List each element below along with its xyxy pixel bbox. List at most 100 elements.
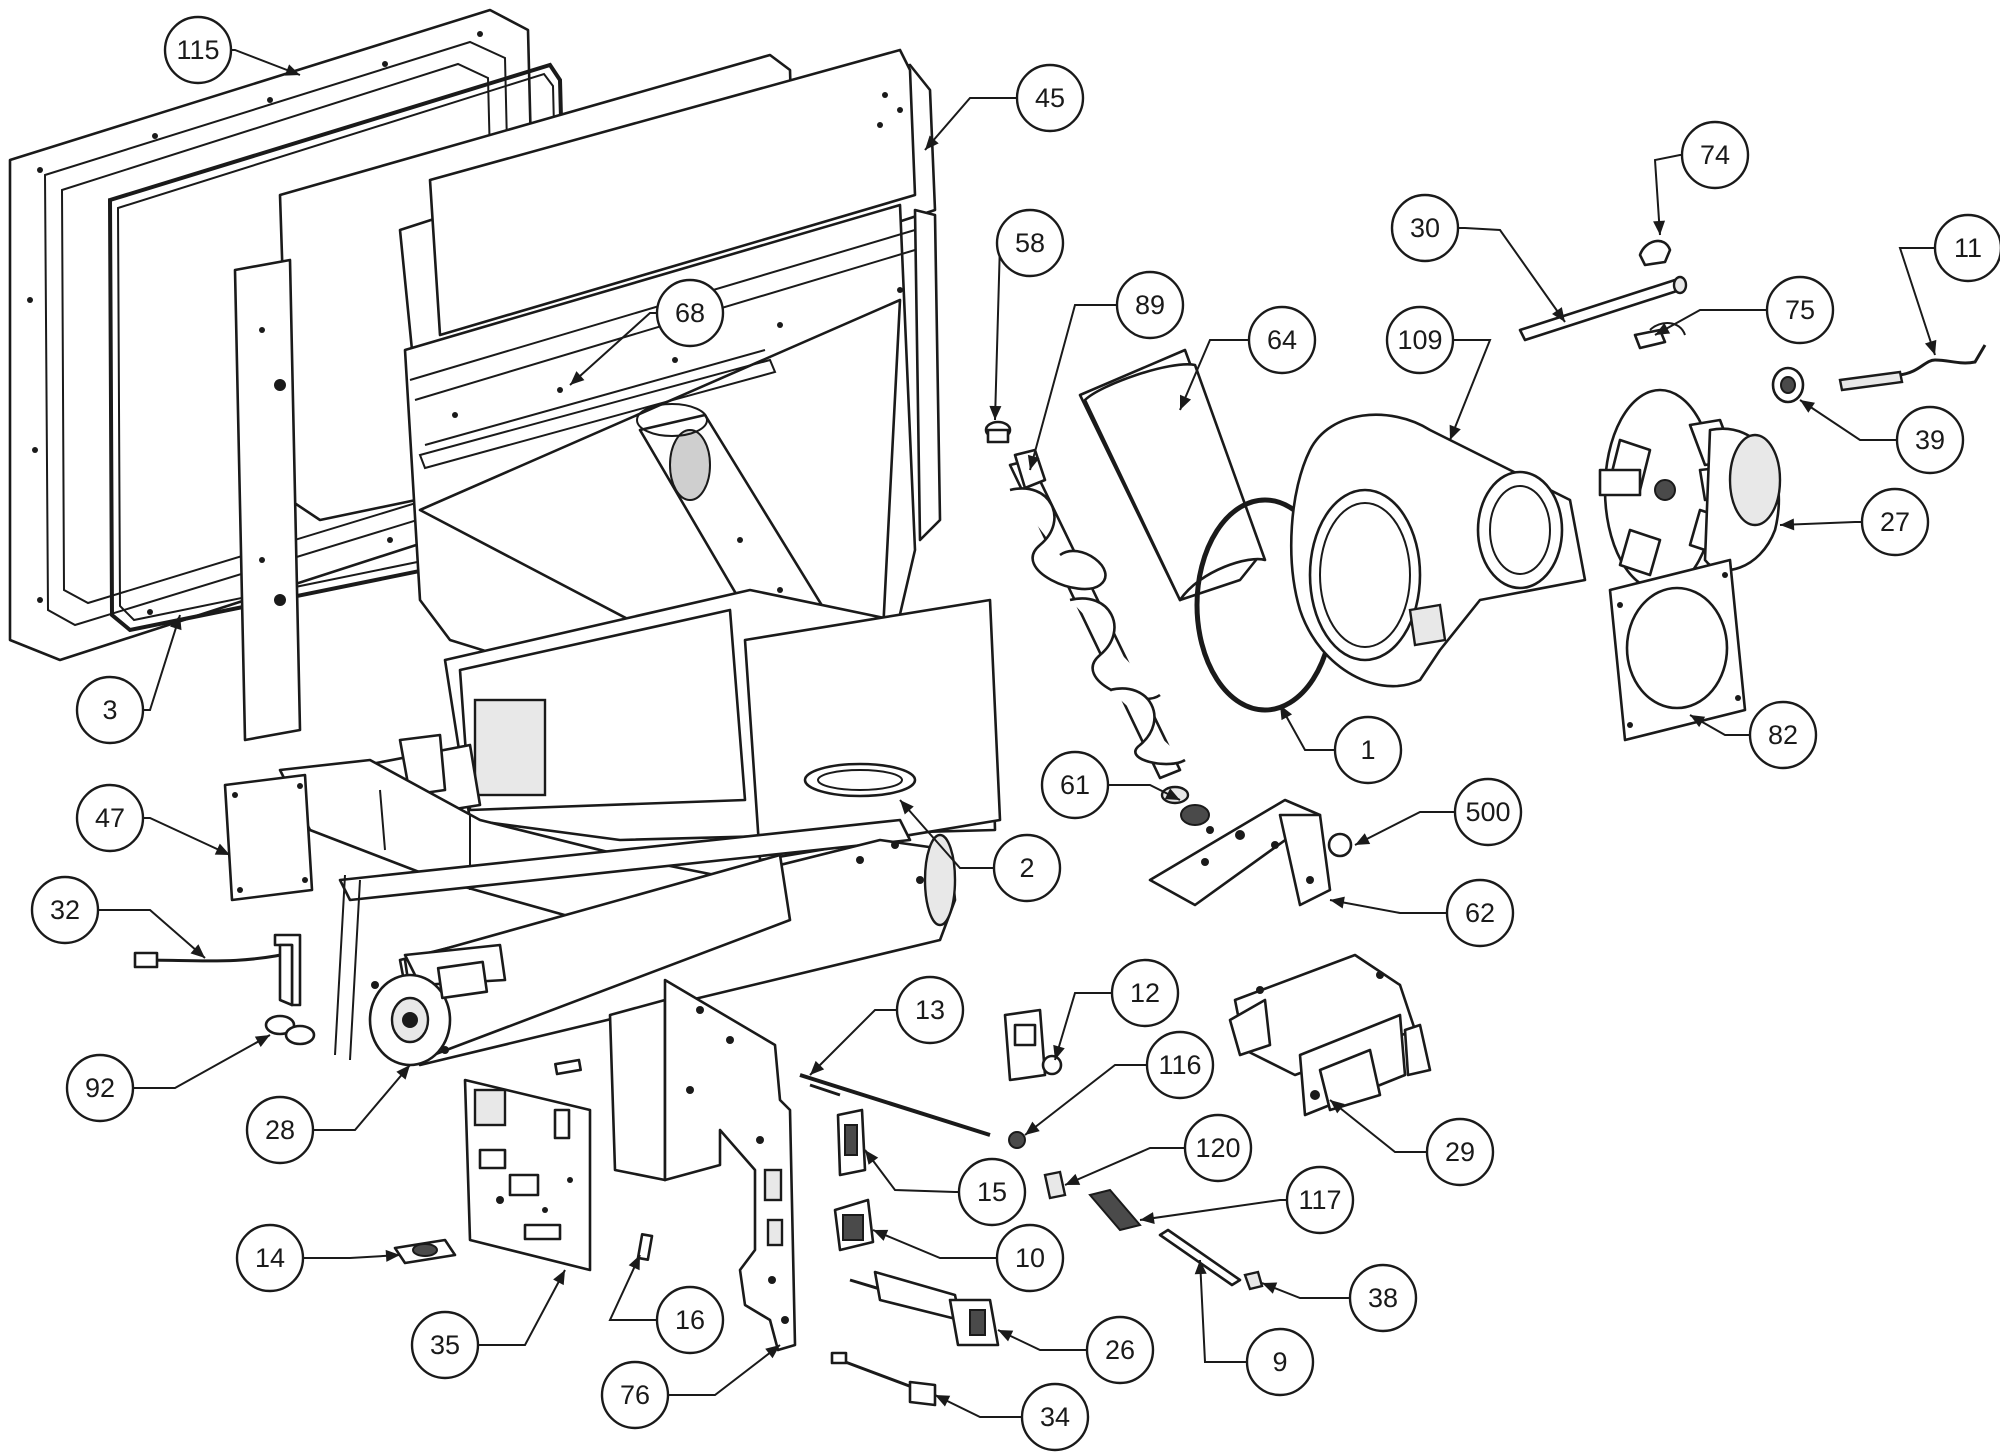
leader-arrow-26 <box>998 1330 1014 1342</box>
leader-line-34 <box>934 1394 1022 1418</box>
hopper-bracket-part <box>418 349 777 470</box>
callout-1: 1 <box>1333 715 1403 785</box>
leader-arrow-76 <box>765 1345 780 1359</box>
leader-arrow-38 <box>1262 1282 1278 1294</box>
callout-label: 89 <box>1135 290 1165 320</box>
leader-line-35 <box>478 1269 566 1346</box>
leader-arrow-15 <box>865 1150 879 1165</box>
callout-circle <box>895 975 965 1045</box>
igniter-rod-part <box>799 1073 991 1137</box>
leader-line-32 <box>98 909 206 959</box>
leader-arrow-120 <box>1065 1173 1081 1185</box>
leader-line-11 <box>1898 247 1936 356</box>
callout-circle <box>992 833 1062 903</box>
leader-arrow-2 <box>900 800 914 815</box>
callout-label: 62 <box>1465 898 1495 928</box>
callout-circle <box>1680 120 1750 190</box>
callout-45: 45 <box>1015 63 1085 133</box>
leader-line-14 <box>303 1254 401 1259</box>
leader-line-500 <box>1354 811 1455 846</box>
toggle-switch-part <box>836 1108 867 1177</box>
leader-arrow-92 <box>254 1035 270 1048</box>
leader-arrow-29 <box>1330 1100 1345 1114</box>
callout-label: 38 <box>1368 1283 1398 1313</box>
callout-circle <box>163 15 233 85</box>
callout-75: 75 <box>1765 275 1835 345</box>
callout-circle <box>1860 487 1930 557</box>
leader-arrow-10 <box>873 1229 889 1241</box>
callout-117: 117 <box>1285 1165 1355 1235</box>
callout-circle <box>1110 958 1180 1028</box>
access-cover-part <box>223 773 314 902</box>
callout-circle <box>1020 1382 1090 1452</box>
leader-line-13 <box>809 1009 897 1076</box>
leader-line-76 <box>668 1344 781 1396</box>
callout-38: 38 <box>1348 1263 1418 1333</box>
callout-label: 28 <box>265 1115 295 1145</box>
callout-label: 82 <box>1768 720 1798 750</box>
leader-line-109 <box>1449 339 1492 441</box>
leader-line-38 <box>1261 1282 1350 1299</box>
callout-circle <box>1115 270 1185 340</box>
callout-label: 3 <box>102 695 117 725</box>
callout-16: 16 <box>655 1285 725 1355</box>
leader-arrow-13 <box>810 1060 825 1075</box>
leader-line-27 <box>1779 521 1862 526</box>
leader-arrow-27 <box>1780 518 1795 531</box>
callout-26: 26 <box>1085 1315 1155 1385</box>
callout-label: 500 <box>1465 797 1510 827</box>
auger-gear-motor-part <box>1228 953 1432 1117</box>
motor-mount-plate-part <box>1148 798 1332 907</box>
leader-line-64 <box>1179 339 1249 411</box>
nut-part <box>1008 1131 1026 1149</box>
callout-circle <box>1040 750 1110 820</box>
leader-line-116 <box>1024 1064 1147 1136</box>
callout-label: 27 <box>1880 507 1910 537</box>
leader-arrow-28 <box>396 1065 410 1080</box>
leader-line-58 <box>994 242 1002 421</box>
callout-35: 35 <box>410 1310 480 1380</box>
callout-500: 500 <box>1453 777 1523 847</box>
leader-arrow-61 <box>1164 788 1180 800</box>
callout-circle <box>995 208 1065 278</box>
leader-line-82 <box>1689 714 1750 736</box>
thermal-disc-part <box>393 1238 457 1265</box>
leader-arrow-500 <box>1355 833 1371 845</box>
cap-screw-part <box>1243 1270 1264 1291</box>
callout-120: 120 <box>1183 1113 1253 1183</box>
leader-line-3 <box>143 614 181 711</box>
callout-circle <box>245 1095 315 1165</box>
callout-label: 29 <box>1445 1137 1475 1167</box>
leader-arrow-16 <box>628 1255 640 1271</box>
callout-circle <box>1285 1165 1355 1235</box>
harness-part <box>830 1351 937 1407</box>
callout-39: 39 <box>1895 405 1965 475</box>
callout-circle <box>1145 1030 1215 1100</box>
callout-label: 34 <box>1040 1402 1070 1432</box>
callout-circle <box>1385 305 1455 375</box>
leader-arrow-9 <box>1194 1260 1207 1275</box>
callout-label: 74 <box>1700 140 1730 170</box>
ball-part <box>1327 832 1353 858</box>
switch-block-part <box>1003 1008 1063 1082</box>
leader-arrow-47 <box>214 843 230 855</box>
callout-label: 1 <box>1360 735 1375 765</box>
leader-arrow-35 <box>553 1270 565 1286</box>
callout-12: 12 <box>1110 958 1180 1028</box>
callout-34: 34 <box>1020 1382 1090 1452</box>
callout-2: 2 <box>992 833 1062 903</box>
leader-line-26 <box>997 1329 1087 1351</box>
callout-15: 15 <box>957 1157 1027 1227</box>
callout-89: 89 <box>1115 270 1185 340</box>
leader-line-45 <box>924 97 1017 151</box>
callout-11: 11 <box>1933 213 2000 283</box>
callout-circle <box>1895 405 1965 475</box>
callout-29: 29 <box>1425 1117 1495 1187</box>
leader-arrow-74 <box>1653 220 1666 235</box>
callout-circle <box>957 1157 1027 1227</box>
callout-label: 64 <box>1267 325 1297 355</box>
callout-label: 45 <box>1035 83 1065 113</box>
leader-arrow-64 <box>1180 394 1192 410</box>
